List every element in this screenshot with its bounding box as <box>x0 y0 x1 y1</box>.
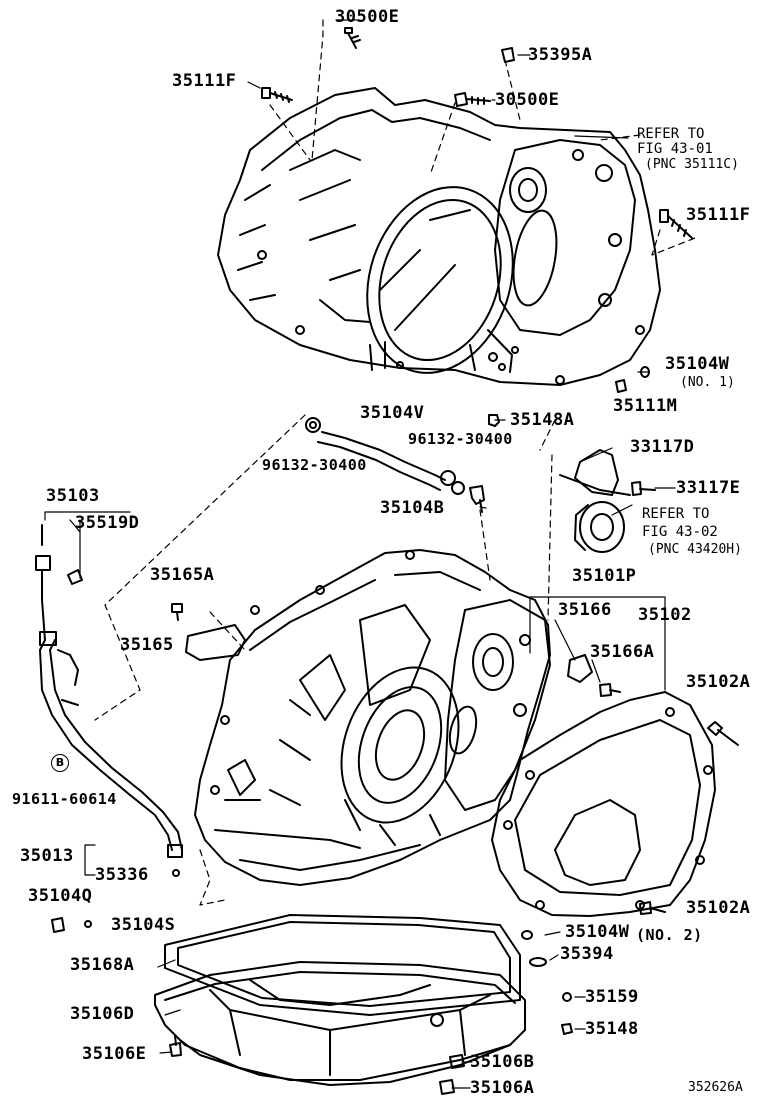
part-label-35101P: 35101P <box>572 566 637 586</box>
part-label-35519D: 35519D <box>75 513 140 533</box>
part-label-35103: 35103 <box>46 486 100 506</box>
part-label-33117E: 33117E <box>676 478 741 498</box>
oil-pan-drawing <box>154 961 526 1086</box>
part-label-35168A: 35168A <box>70 955 135 975</box>
refer-note-1-line3: (PNC 35111C) <box>645 157 739 172</box>
transaxle-housing-drawing <box>217 87 661 386</box>
part-label-35104W-bottom: 35104W <box>565 922 630 942</box>
circle-marker-B: B <box>51 754 69 772</box>
part-label-35394: 35394 <box>560 944 614 964</box>
part-label-35104W-top: 35104W <box>665 354 730 374</box>
part-label-35395A: 35395A <box>528 45 593 65</box>
part-label-35104W-no2: (NO. 2) <box>636 926 703 944</box>
part-label-35104S: 35104S <box>111 915 176 935</box>
part-label-35148: 35148 <box>585 1019 639 1039</box>
part-label-35111F-left: 35111F <box>172 71 237 91</box>
part-label-35106D: 35106D <box>70 1004 135 1024</box>
part-label-30500E-top: 30500E <box>335 7 400 27</box>
part-label-35106B: 35106B <box>470 1052 535 1072</box>
oil-filler-tube-drawing <box>35 524 183 858</box>
oil-pan-gasket-drawing <box>164 914 521 1016</box>
figure-id: 352626A <box>688 1080 743 1095</box>
part-label-30500E-mid: 30500E <box>495 90 560 110</box>
refer-note-1-line2: FIG 43-01 <box>637 141 713 157</box>
part-label-96132-left: 96132-30400 <box>262 456 367 474</box>
refer-callout-line <box>574 135 633 516</box>
case-cover-drawing <box>491 691 716 917</box>
small-parts-drawing <box>51 27 739 1095</box>
refer-note-1-line1: REFER TO <box>637 126 705 142</box>
part-label-35104W-no1: (NO. 1) <box>680 375 735 390</box>
transaxle-case-drawing <box>194 549 551 886</box>
dashed-assembly-lines <box>94 19 696 906</box>
part-label-35166: 35166 <box>558 600 612 620</box>
part-label-35102A-bottom: 35102A <box>686 898 751 918</box>
part-label-35106E: 35106E <box>82 1044 147 1064</box>
refer-note-2-line3: (PNC 43420H) <box>648 542 742 557</box>
part-label-35104Q: 35104Q <box>28 886 93 906</box>
part-label-35111M: 35111M <box>613 396 678 416</box>
part-label-35104V: 35104V <box>360 403 425 423</box>
part-label-35166A: 35166A <box>590 642 655 662</box>
part-label-35165A: 35165A <box>150 565 215 585</box>
part-label-35013: 35013 <box>20 846 74 866</box>
refer-note-2-line1: REFER TO <box>642 506 710 522</box>
part-label-35148A: 35148A <box>510 410 575 430</box>
part-label-35111F-right: 35111F <box>686 205 751 225</box>
part-label-35336: 35336 <box>95 865 149 885</box>
part-label-35104B: 35104B <box>380 498 445 518</box>
part-label-91611-60614: 91611-60614 <box>12 790 117 808</box>
part-label-35102: 35102 <box>638 605 692 625</box>
refer-note-2-line2: FIG 43-02 <box>642 524 718 540</box>
part-label-35165: 35165 <box>120 635 174 655</box>
part-label-35102A-top: 35102A <box>686 672 751 692</box>
part-label-33117D: 33117D <box>630 437 695 457</box>
part-label-35106A: 35106A <box>470 1078 535 1098</box>
leader-lines <box>44 19 676 1089</box>
part-label-96132-right: 96132-30400 <box>408 430 513 448</box>
part-label-35159: 35159 <box>585 987 639 1007</box>
